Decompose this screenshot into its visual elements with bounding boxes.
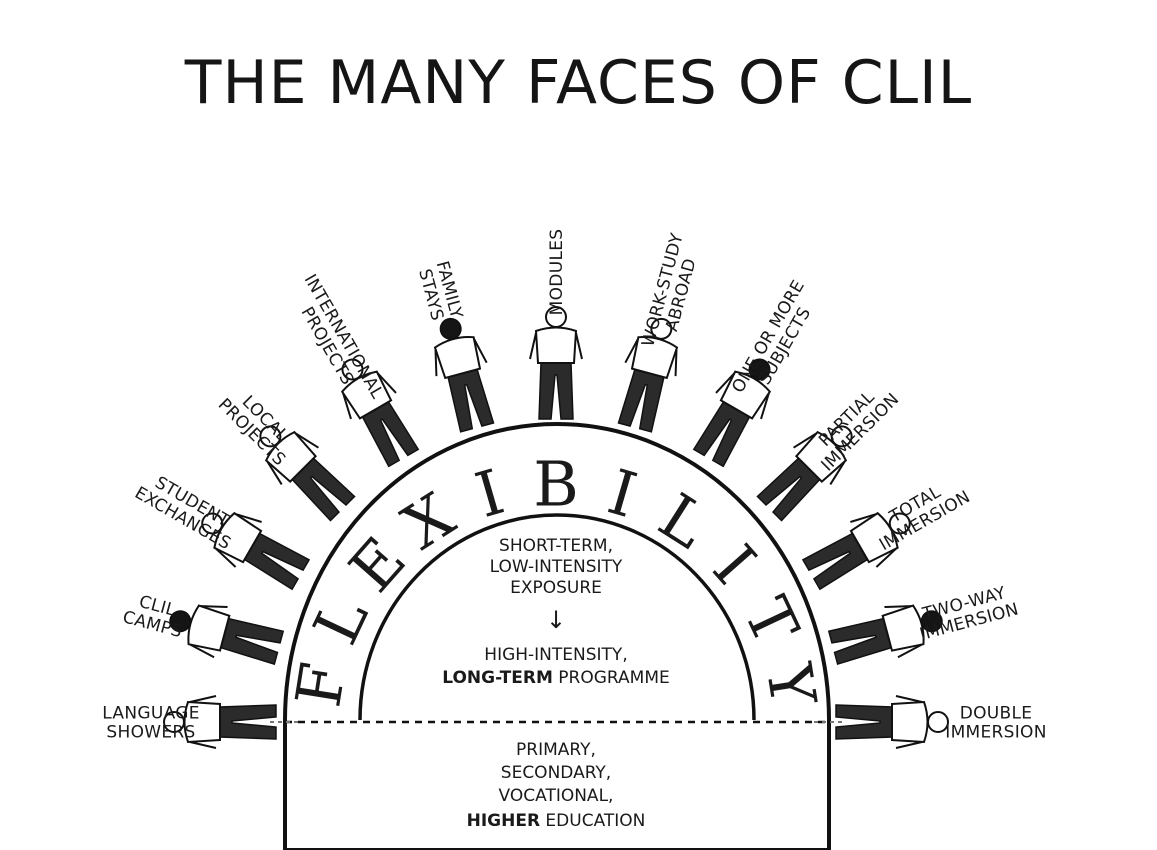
base-rest-word: EDUCATION xyxy=(540,811,645,831)
base-line-2: SECONDARY, xyxy=(501,763,611,783)
inner-top-line-3: EXPOSURE xyxy=(510,578,602,598)
trousers xyxy=(220,705,276,739)
person-figure xyxy=(530,307,582,419)
inner-bold-word: LONG-TERM xyxy=(442,668,553,688)
trousers xyxy=(220,617,283,664)
base-line-1: PRIMARY, xyxy=(516,740,596,760)
face-label-line: LANGUAGE xyxy=(102,704,199,724)
arc-letter: B xyxy=(533,448,579,521)
inner-bottom-line-2: LONG-TERM PROGRAMME xyxy=(442,668,670,688)
shirt xyxy=(892,702,928,742)
person-figure xyxy=(423,312,502,434)
face-label: MODULES xyxy=(547,229,567,316)
face-label-line: DOUBLE xyxy=(960,704,1033,724)
face-label-line: IMMERSION xyxy=(945,723,1047,743)
person-figure xyxy=(836,696,948,748)
inner-rest-word: PROGRAMME xyxy=(553,668,670,688)
trousers xyxy=(539,363,573,419)
face-label-line: MODULES xyxy=(547,229,567,316)
shirt xyxy=(536,328,576,364)
trousers xyxy=(829,617,892,664)
base-line-4: HIGHER EDUCATION xyxy=(467,811,646,831)
base-line-3: VOCATIONAL, xyxy=(499,786,614,806)
base-bold-word: HIGHER xyxy=(467,811,540,831)
trousers xyxy=(446,369,493,432)
inner-top-line-1: SHORT-TERM, xyxy=(499,536,613,556)
inner-top-line-2: LOW-INTENSITY xyxy=(490,557,623,577)
trousers xyxy=(836,705,892,739)
face-label-line: SHOWERS xyxy=(106,723,195,743)
trousers xyxy=(618,369,665,432)
inner-bottom-line-1: HIGH-INTENSITY, xyxy=(484,645,627,665)
down-arrow: ↓ xyxy=(546,606,566,634)
person-figure xyxy=(164,594,286,673)
